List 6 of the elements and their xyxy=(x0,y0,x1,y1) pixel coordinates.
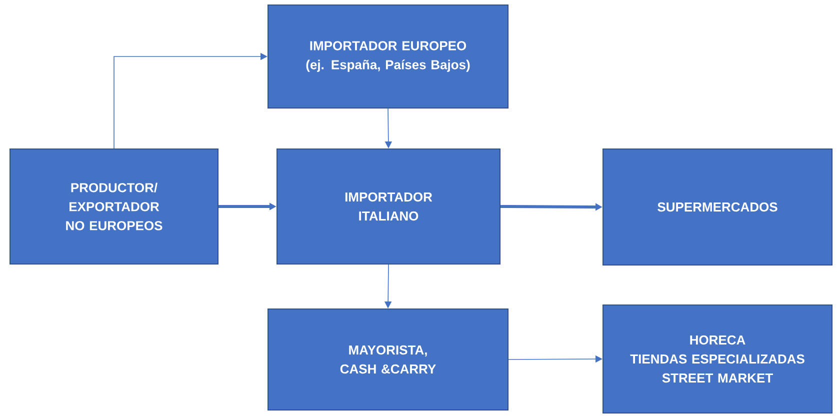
process-box: IMPORTADOR EUROPEO (ej. España, Países Bajos) xyxy=(268,4,508,108)
process-box: HORECA TIENDAS ESPECIALIZADAS STREET MARKET xyxy=(602,304,832,414)
process-box: SUPERMERCADOS xyxy=(602,148,832,266)
process-box: PRODUCTOR/ EXPORTADOR NO EUROPEOS xyxy=(10,148,218,264)
process-box: IMPORTADOR ITALIANO xyxy=(276,148,500,264)
process-box: MAYORISTA, CASH &CARRY xyxy=(268,308,508,410)
